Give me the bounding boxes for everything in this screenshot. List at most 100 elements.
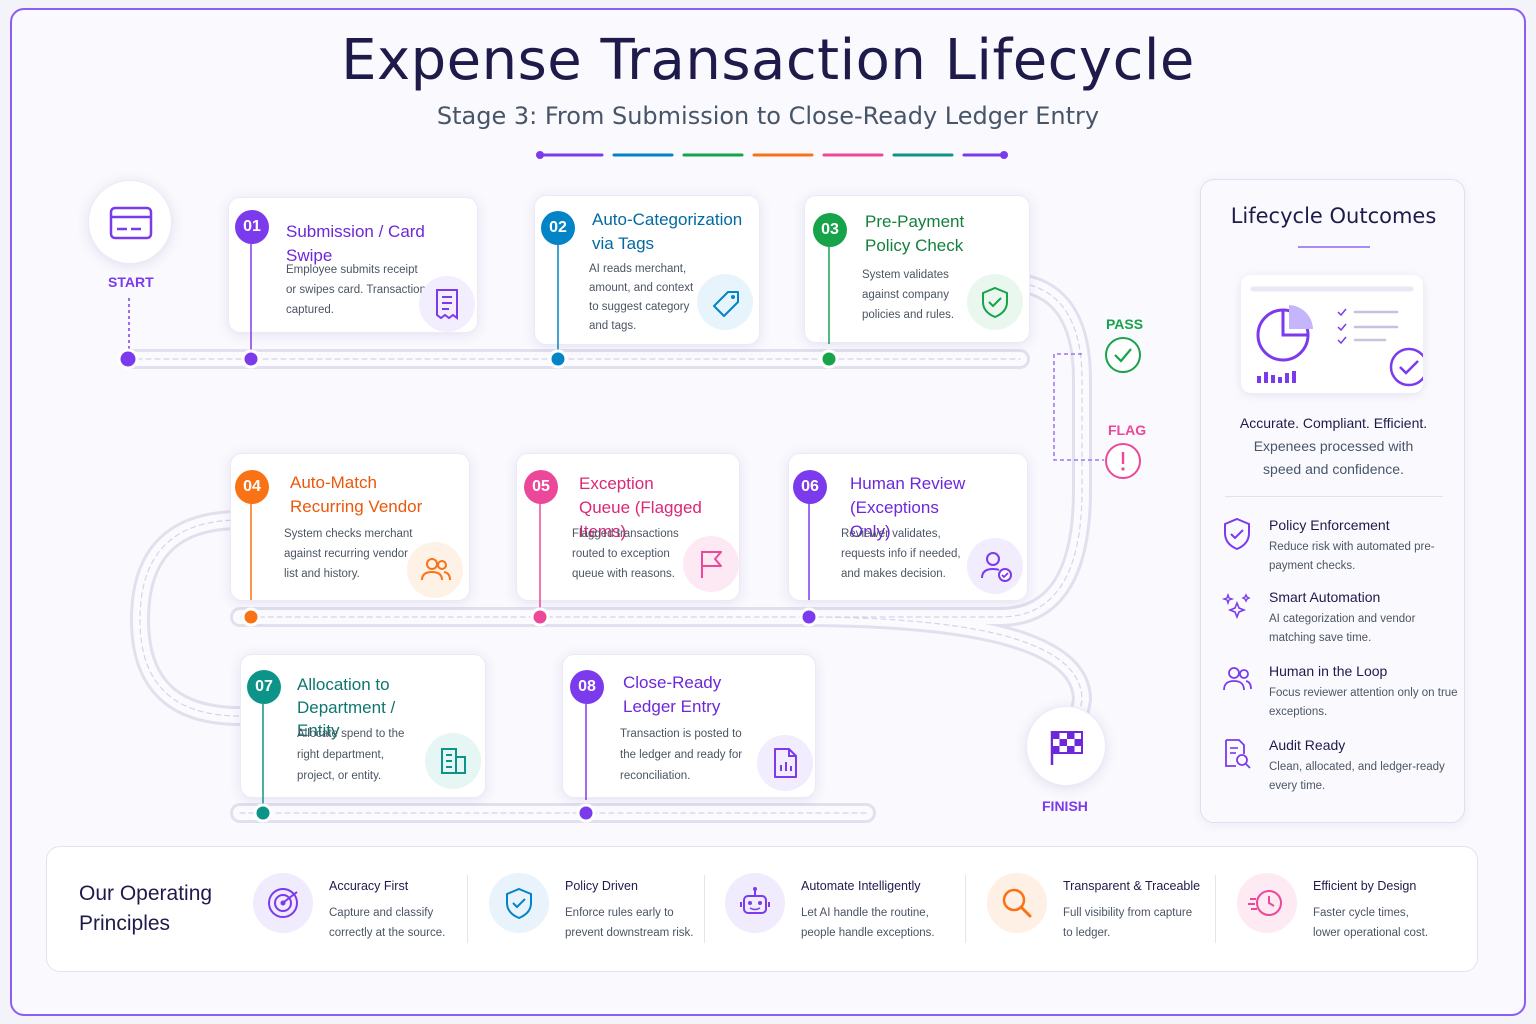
outcomes-summary: Accurate. Compliant. Efficient. Expenees… <box>1201 412 1466 481</box>
principles-title-line-2: Principles <box>79 912 171 935</box>
building-icon <box>425 733 481 789</box>
outcome-description: Focus reviewer attention only on true ex… <box>1269 687 1458 718</box>
tag-icon <box>697 274 753 330</box>
principle-description: Let AI handle the routine, people handle… <box>801 907 935 939</box>
principle-divider <box>704 875 705 943</box>
document-search-icon <box>1225 739 1251 769</box>
start-node <box>88 180 172 264</box>
check-circle-icon <box>1105 337 1141 373</box>
pass-label: PASS <box>1106 316 1144 332</box>
outcome-description: AI categorization and vendor matching sa… <box>1269 613 1416 644</box>
outcomes-title-underline <box>1298 246 1370 248</box>
principle-description: Faster cycle times, lower operational co… <box>1313 907 1429 939</box>
principles-title-line-1: Our Operating <box>79 882 213 905</box>
principle-description: Full visibility from capture to ledger. <box>1063 907 1193 939</box>
page-subtitle: Stage 3: From Submission to Close-Ready … <box>436 102 1100 130</box>
principle-description: Capture and classify correctly at the so… <box>329 907 446 939</box>
flag-label: FLAG <box>1108 422 1147 438</box>
principle-divider <box>1215 875 1216 943</box>
alert-circle-icon <box>1105 443 1141 479</box>
step-description: Employee submits receipt or swipes card.… <box>286 264 426 316</box>
step-description: AI reads merchant, amount, and context t… <box>589 263 694 332</box>
shield-check-icon <box>489 873 549 933</box>
step-description: Allocate spend to the right department, … <box>297 728 405 782</box>
dashboard-illustration <box>1241 275 1429 393</box>
step-title: Human Review (Exceptions Only) <box>850 474 966 541</box>
step-number-badge: 03 <box>813 213 847 247</box>
step-card-08[interactable]: 08 Close-Ready Ledger Entry Transaction … <box>562 654 816 798</box>
finish-node <box>1026 706 1106 786</box>
principle-divider <box>467 875 468 943</box>
shield-check-icon <box>1224 517 1250 551</box>
outcome-title: Policy Enforcement <box>1269 517 1390 533</box>
accent-divider <box>536 151 1008 159</box>
outcomes-summary-line-2: Expenees processed with speed and confid… <box>1253 438 1414 477</box>
step-number-badge: 08 <box>570 670 604 704</box>
step-card-01[interactable]: 01 Submission / Card Swipe Employee subm… <box>228 197 478 333</box>
outcomes-divider <box>1225 496 1443 497</box>
fast-clock-icon <box>1237 873 1297 933</box>
principle-divider <box>965 875 966 943</box>
outcome-description: Clean, allocated, and ledger-ready every… <box>1269 761 1445 792</box>
outcome-item-human-in-the-loop: Human in the Loop Focus reviewer attenti… <box>1221 663 1461 723</box>
step-card-07[interactable]: 07 Allocation to Department / Entity All… <box>240 654 486 798</box>
start-label: START <box>108 274 154 290</box>
step-number-badge: 01 <box>235 210 269 244</box>
outcomes-panel: Lifecycle Outcomes Accurate. Compliant. … <box>1200 179 1465 823</box>
step-description: System checks merchant against recurring… <box>284 528 413 580</box>
credit-card-icon <box>109 206 153 240</box>
step-title: Pre-Payment Policy Check <box>865 212 965 255</box>
checkered-flag-icon <box>1050 731 1083 765</box>
finish-label: FINISH <box>1042 798 1088 814</box>
outcome-item-policy-enforcement: Policy Enforcement Reduce risk with auto… <box>1221 517 1461 577</box>
robot-icon <box>725 873 785 933</box>
document-chart-icon <box>757 735 813 791</box>
shield-check-icon <box>967 274 1023 330</box>
outcome-item-audit-ready: Audit Ready Clean, allocated, and ledger… <box>1221 737 1461 797</box>
step-description: Transaction is posted to the ledger and … <box>620 728 743 782</box>
principle-title: Transparent & Traceable <box>1063 879 1201 893</box>
flag-icon <box>683 536 739 592</box>
principles-title: Our Operating Principles <box>79 879 212 939</box>
step-title: Auto-Match Recurring Vendor <box>290 473 423 516</box>
step-title: Submission / Card Swipe <box>286 222 425 265</box>
page-title: Expense Transaction Lifecycle <box>341 28 1195 93</box>
step-card-04[interactable]: 04 Auto-Match Recurring Vendor System ch… <box>230 453 470 601</box>
step-title: Close-Ready Ledger Entry <box>623 673 722 716</box>
step-number-badge: 02 <box>541 211 575 245</box>
step-number-badge: 04 <box>235 470 269 504</box>
outcome-item-smart-automation: Smart Automation AI categorization and v… <box>1221 589 1461 649</box>
step-card-06[interactable]: 06 Human Review (Exceptions Only) Review… <box>788 453 1028 601</box>
outcome-title: Smart Automation <box>1269 589 1381 605</box>
step-number-badge: 05 <box>524 470 558 504</box>
outcome-title: Audit Ready <box>1269 737 1346 753</box>
step-title: Auto-Categorization via Tags <box>592 210 743 253</box>
step-description: Reviewer validates, requests info if nee… <box>841 528 961 580</box>
outcomes-title: Lifecycle Outcomes <box>1230 204 1437 228</box>
step-card-03[interactable]: 03 Pre-Payment Policy Check System valid… <box>804 195 1030 343</box>
step-description: Flagged transactions routed to exception… <box>572 528 679 580</box>
principle-title: Efficient by Design <box>1313 879 1417 893</box>
user-check-icon <box>967 538 1023 594</box>
step-card-02[interactable]: 02 Auto-Categorization via Tags AI reads… <box>534 195 760 345</box>
step-number-badge: 07 <box>247 670 281 704</box>
outcome-description: Reduce risk with automated pre-payment c… <box>1269 541 1435 572</box>
principle-title: Automate Intelligently <box>801 879 921 893</box>
outcome-title: Human in the Loop <box>1269 663 1388 679</box>
users-icon <box>1223 667 1252 691</box>
principle-title: Accuracy First <box>329 879 409 893</box>
step-card-05[interactable]: 05 Exception Queue (Flagged Items) Flagg… <box>516 453 740 601</box>
principle-title: Policy Driven <box>565 879 638 893</box>
step-title: Allocation to Department / Entity <box>297 675 396 740</box>
step-title: Exception Queue (Flagged Items) <box>579 474 702 541</box>
target-icon <box>253 873 313 933</box>
magnifier-icon <box>987 873 1047 933</box>
principle-description: Enforce rules early to prevent downstrea… <box>565 907 694 939</box>
principles-panel: Our Operating Principles Accuracy First … <box>46 846 1478 972</box>
outcomes-summary-line-1: Accurate. Compliant. Efficient. <box>1239 415 1428 431</box>
step-description: System validates against company policie… <box>862 269 955 321</box>
step-number-badge: 06 <box>793 470 827 504</box>
receipt-icon <box>419 276 475 332</box>
users-icon <box>407 542 463 598</box>
